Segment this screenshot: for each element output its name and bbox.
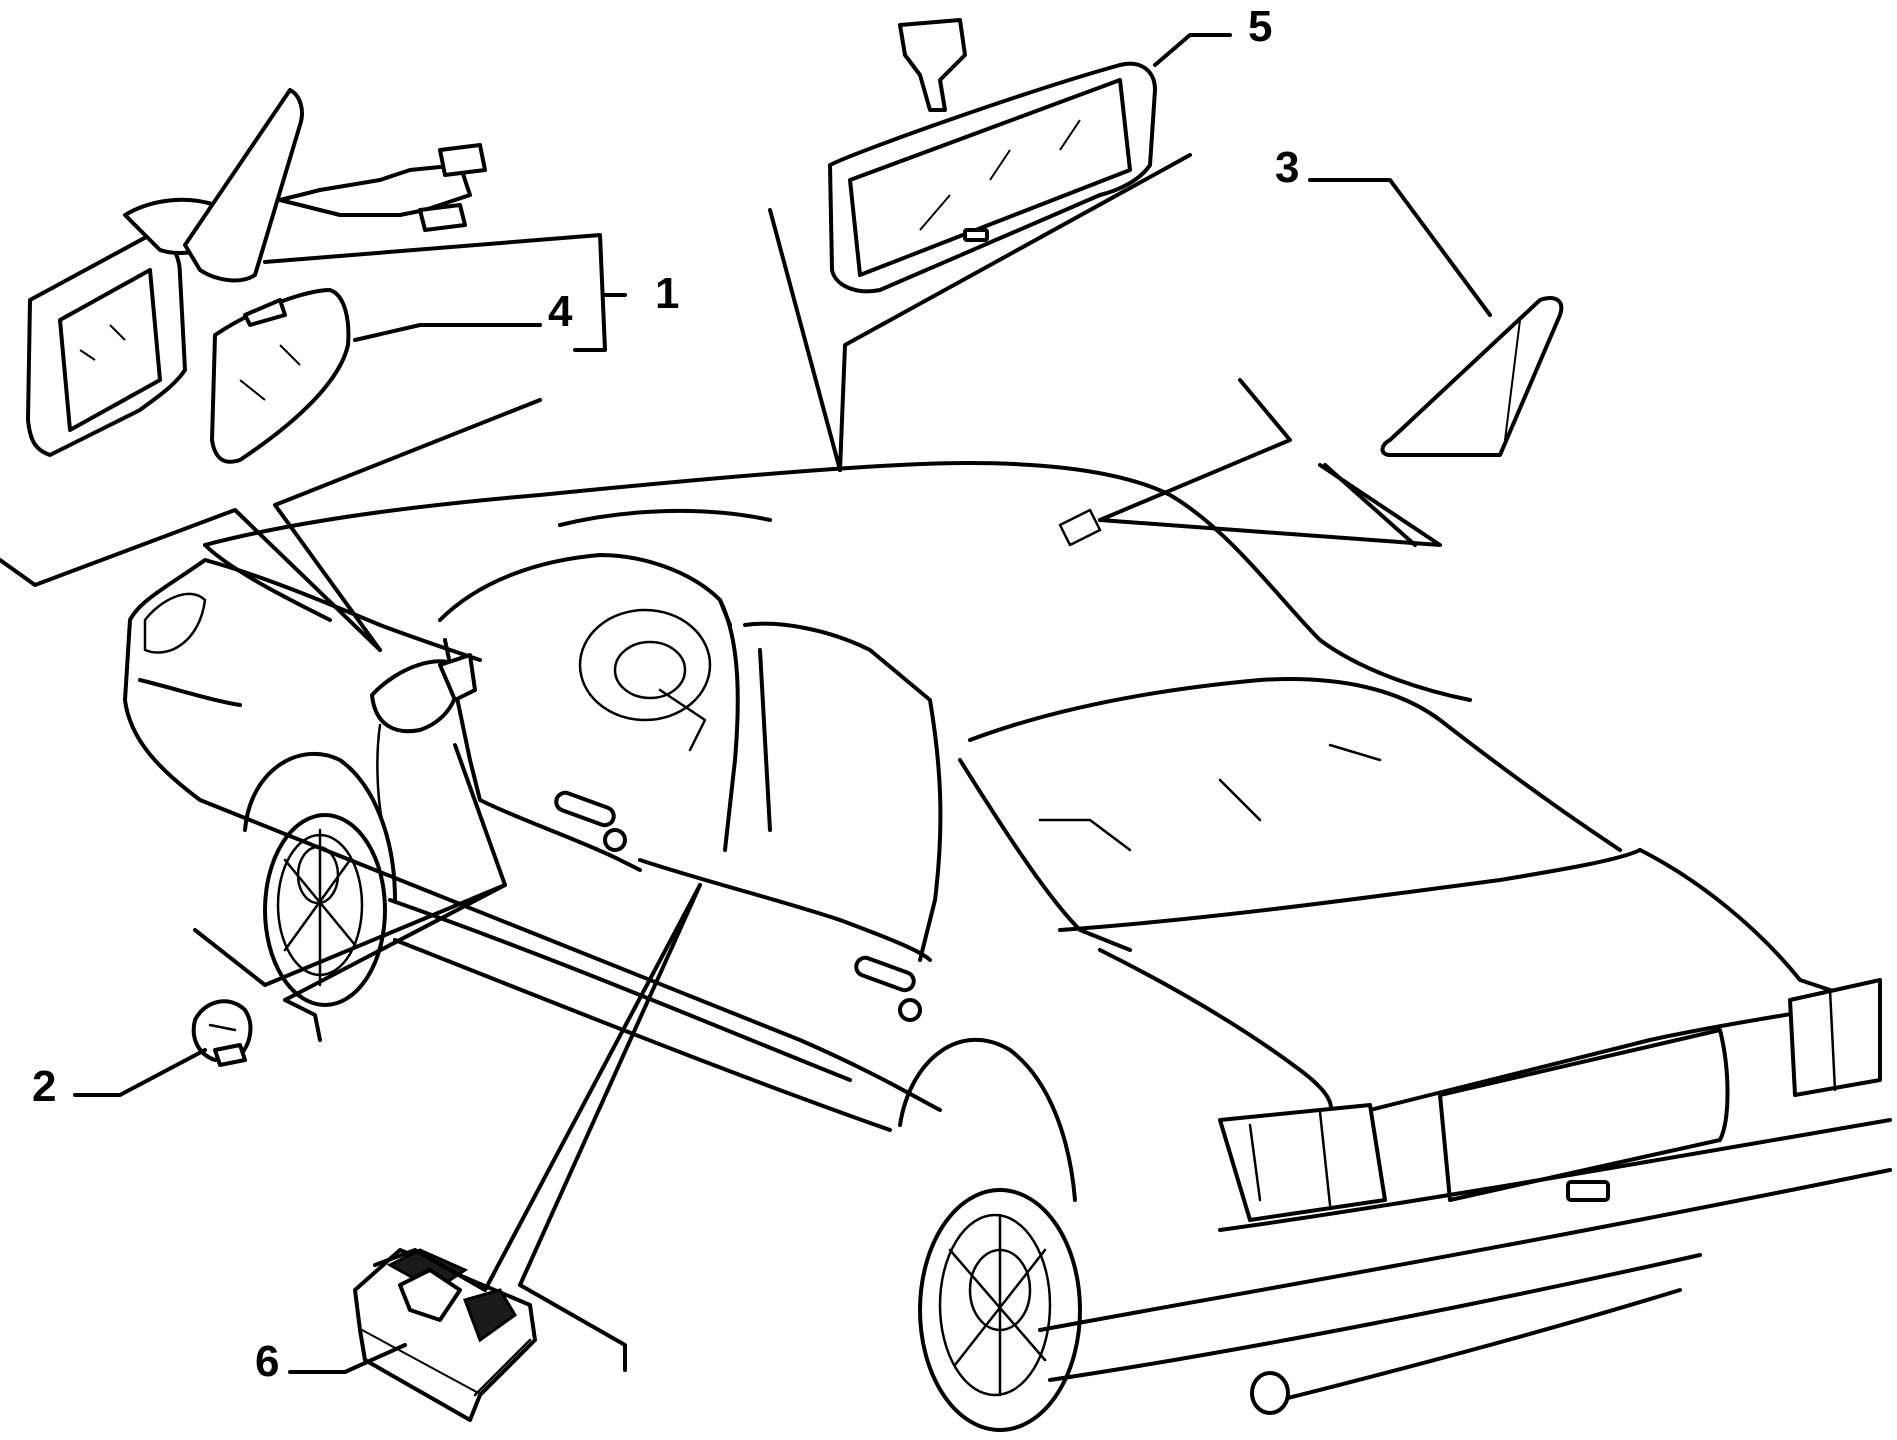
- callout-6: 6: [255, 1337, 280, 1386]
- mirror-glass-part: [210, 288, 351, 464]
- clip-part: [191, 999, 253, 1067]
- corner-glass-part: [1380, 296, 1564, 457]
- callout-5: 5: [1248, 2, 1273, 51]
- car-body: [123, 461, 1892, 1432]
- callout-4: 4: [548, 287, 573, 336]
- exterior-mirror-assembly: [26, 88, 487, 457]
- switch-part: [353, 1248, 537, 1422]
- callout-3: 3: [1275, 143, 1300, 192]
- rear-view-mirror-part: [828, 18, 1157, 294]
- leader-lines: [0, 33, 1492, 1374]
- callout-2: 2: [32, 1062, 57, 1111]
- callout-1: 1: [655, 269, 680, 318]
